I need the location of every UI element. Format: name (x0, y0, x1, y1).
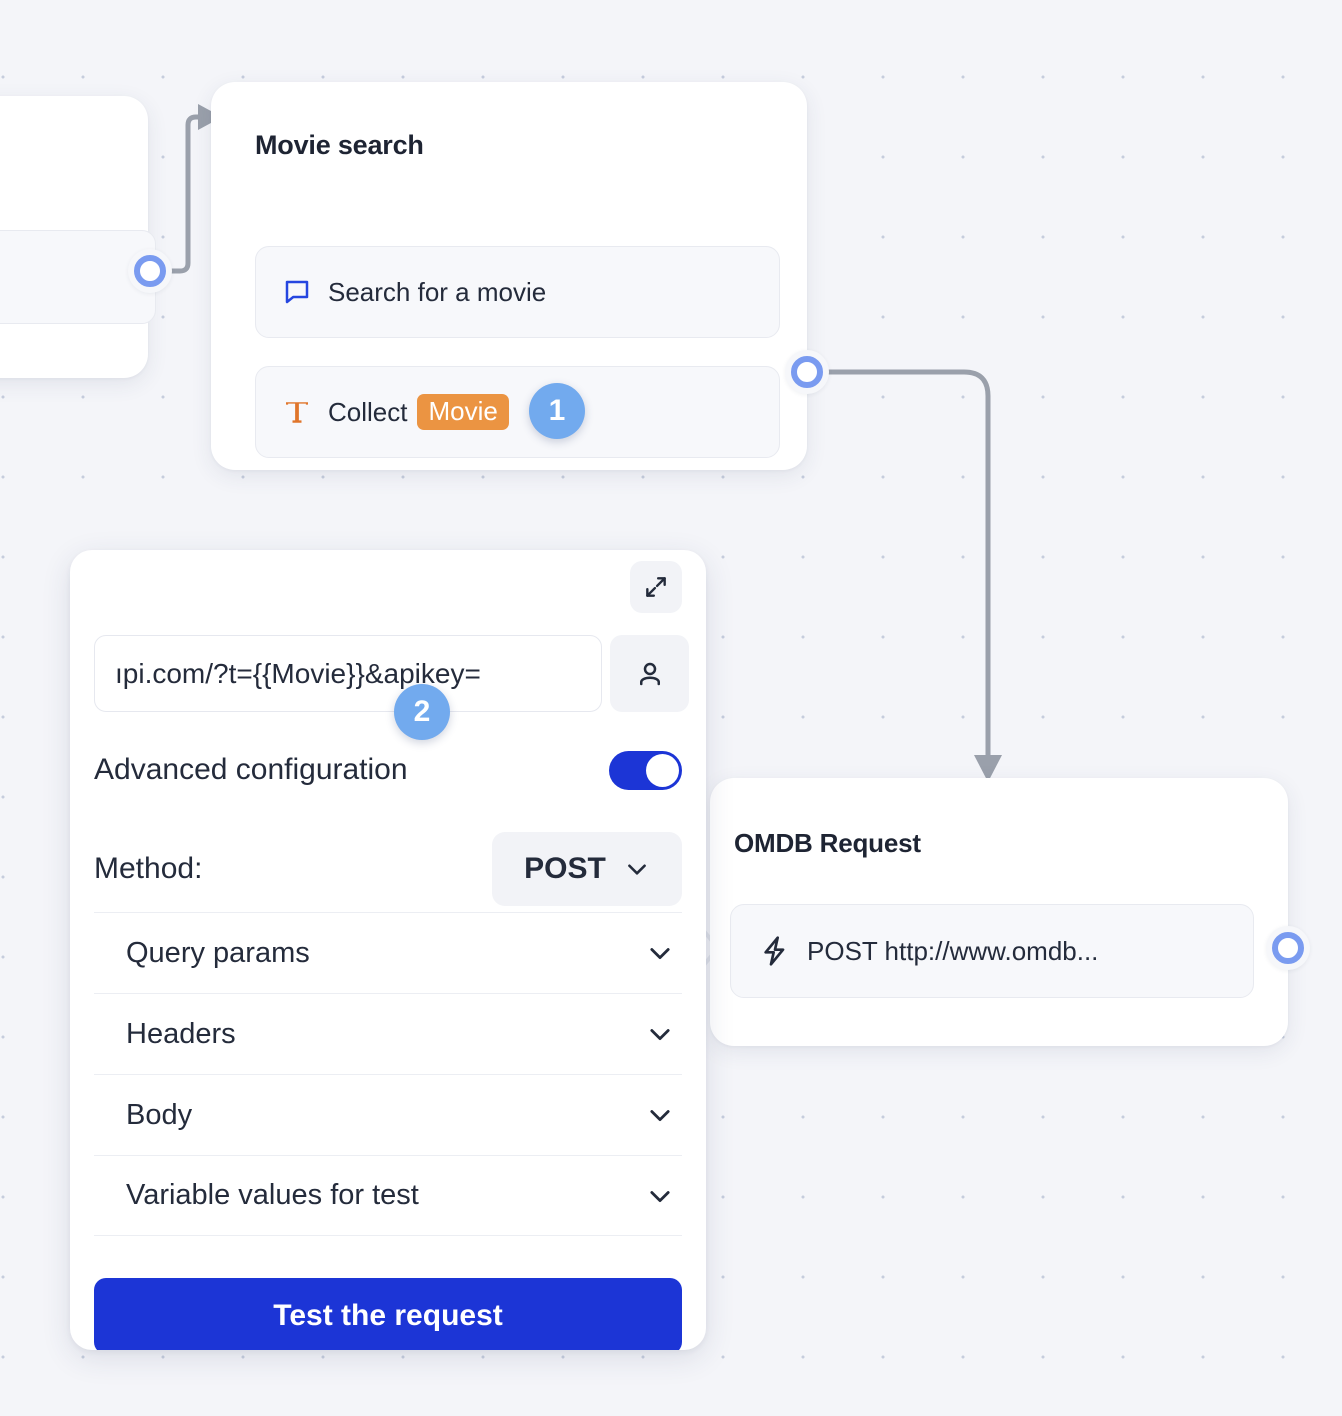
advanced-configuration-toggle[interactable] (609, 750, 682, 790)
chevron-down-icon (646, 939, 674, 967)
port-omdb-output[interactable] (1266, 926, 1310, 970)
request-url-input[interactable] (94, 635, 602, 712)
message-bubble-icon (282, 277, 312, 307)
node-row-label: Search for a movie (328, 276, 547, 307)
method-label: Method: (94, 852, 203, 885)
step-badge-2: 2 (394, 684, 450, 740)
advanced-configuration-row[interactable]: Advanced configuration (94, 742, 682, 798)
method-value: POST (524, 852, 606, 885)
text-t-icon (282, 397, 312, 427)
port-offscreen-output[interactable] (128, 249, 172, 293)
method-row: Method: POST (94, 832, 682, 906)
accordion-item-variable-values[interactable]: Variable values for test (94, 1155, 682, 1236)
request-configuration-panel[interactable]: Advanced configuration Method: POST Quer… (70, 550, 706, 1350)
node-title-omdb-request: OMDB Request (734, 828, 921, 858)
person-icon (635, 659, 665, 689)
node-row-label: POST http://www.omdb... (807, 935, 1099, 966)
identity-button[interactable] (610, 635, 689, 712)
node-row-collect-movie[interactable]: Collect Movie (255, 366, 780, 458)
accordion-label: Body (126, 1098, 193, 1131)
step-badge-1: 1 (529, 383, 585, 439)
accordion-item-headers[interactable]: Headers (94, 993, 682, 1074)
request-url-row[interactable] (94, 635, 689, 712)
accordion-label: Variable values for test (126, 1179, 419, 1211)
wire-movie-to-omdb (826, 369, 991, 761)
node-row-omdb-post[interactable]: POST http://www.omdb... (730, 904, 1254, 998)
node-card-offscreen-left[interactable] (0, 96, 156, 378)
test-the-request-button[interactable]: Test the request (94, 1278, 682, 1350)
variable-token-movie[interactable]: Movie (417, 394, 509, 430)
expand-diagonal-icon (643, 574, 669, 600)
node-card-omdb-request[interactable]: OMDB Request POST http://www.omdb... (710, 778, 1288, 1046)
wire-left-to-movie (169, 114, 209, 274)
expand-panel-button[interactable] (630, 561, 682, 613)
node-row-search-for-a-movie[interactable]: Search for a movie (255, 246, 780, 338)
node-row-label: Collect Movie (328, 394, 509, 430)
method-dropdown[interactable]: POST (492, 832, 682, 906)
advanced-configuration-label: Advanced configuration (94, 753, 408, 786)
port-movie-search-output[interactable] (785, 350, 829, 394)
node-row-label-text: Collect (328, 396, 408, 427)
accordion-label: Headers (126, 1017, 236, 1050)
node-card-movie-search[interactable]: Movie search Search for a movie Collect … (211, 82, 807, 470)
chevron-down-icon (646, 1182, 674, 1210)
request-sections-accordion: Query params Headers Body Variable value… (94, 912, 682, 1236)
accordion-item-query-params[interactable]: Query params (94, 912, 682, 993)
chevron-down-icon (646, 1101, 674, 1129)
chevron-down-icon (624, 856, 650, 882)
accordion-item-body[interactable]: Body (94, 1074, 682, 1155)
lightning-bolt-icon (759, 935, 791, 967)
chevron-down-icon (646, 1020, 674, 1048)
node-title-movie-search: Movie search (255, 130, 424, 160)
accordion-label: Query params (126, 936, 310, 969)
